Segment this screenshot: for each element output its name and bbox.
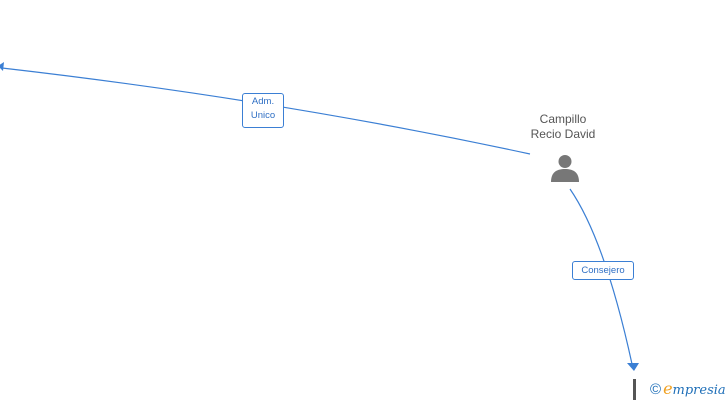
person-name[interactable]: Campillo Recio David (505, 112, 621, 142)
empresia-watermark: ©empresia (650, 379, 726, 398)
person-icon[interactable] (550, 153, 580, 183)
edge-arrowhead-bottom (627, 363, 639, 371)
edge-label-adm-line1: Adm. (251, 96, 275, 107)
copyright-icon: © (650, 381, 662, 398)
edge-arrowhead-left (0, 62, 4, 71)
partial-node-bar (633, 379, 636, 400)
edge-label-adm-line2: Unico (250, 110, 276, 121)
edge-label-adm-unico[interactable]: Adm. Unico (242, 93, 284, 128)
brand-name: mpresia (672, 383, 726, 398)
brand-initial: e (663, 379, 673, 398)
person-name-line1: Campillo (539, 112, 587, 126)
person-name-line2: Recio David (530, 127, 596, 141)
edge-consejero-line (569, 188, 633, 365)
edge-label-consejero[interactable]: Consejero (572, 261, 634, 280)
